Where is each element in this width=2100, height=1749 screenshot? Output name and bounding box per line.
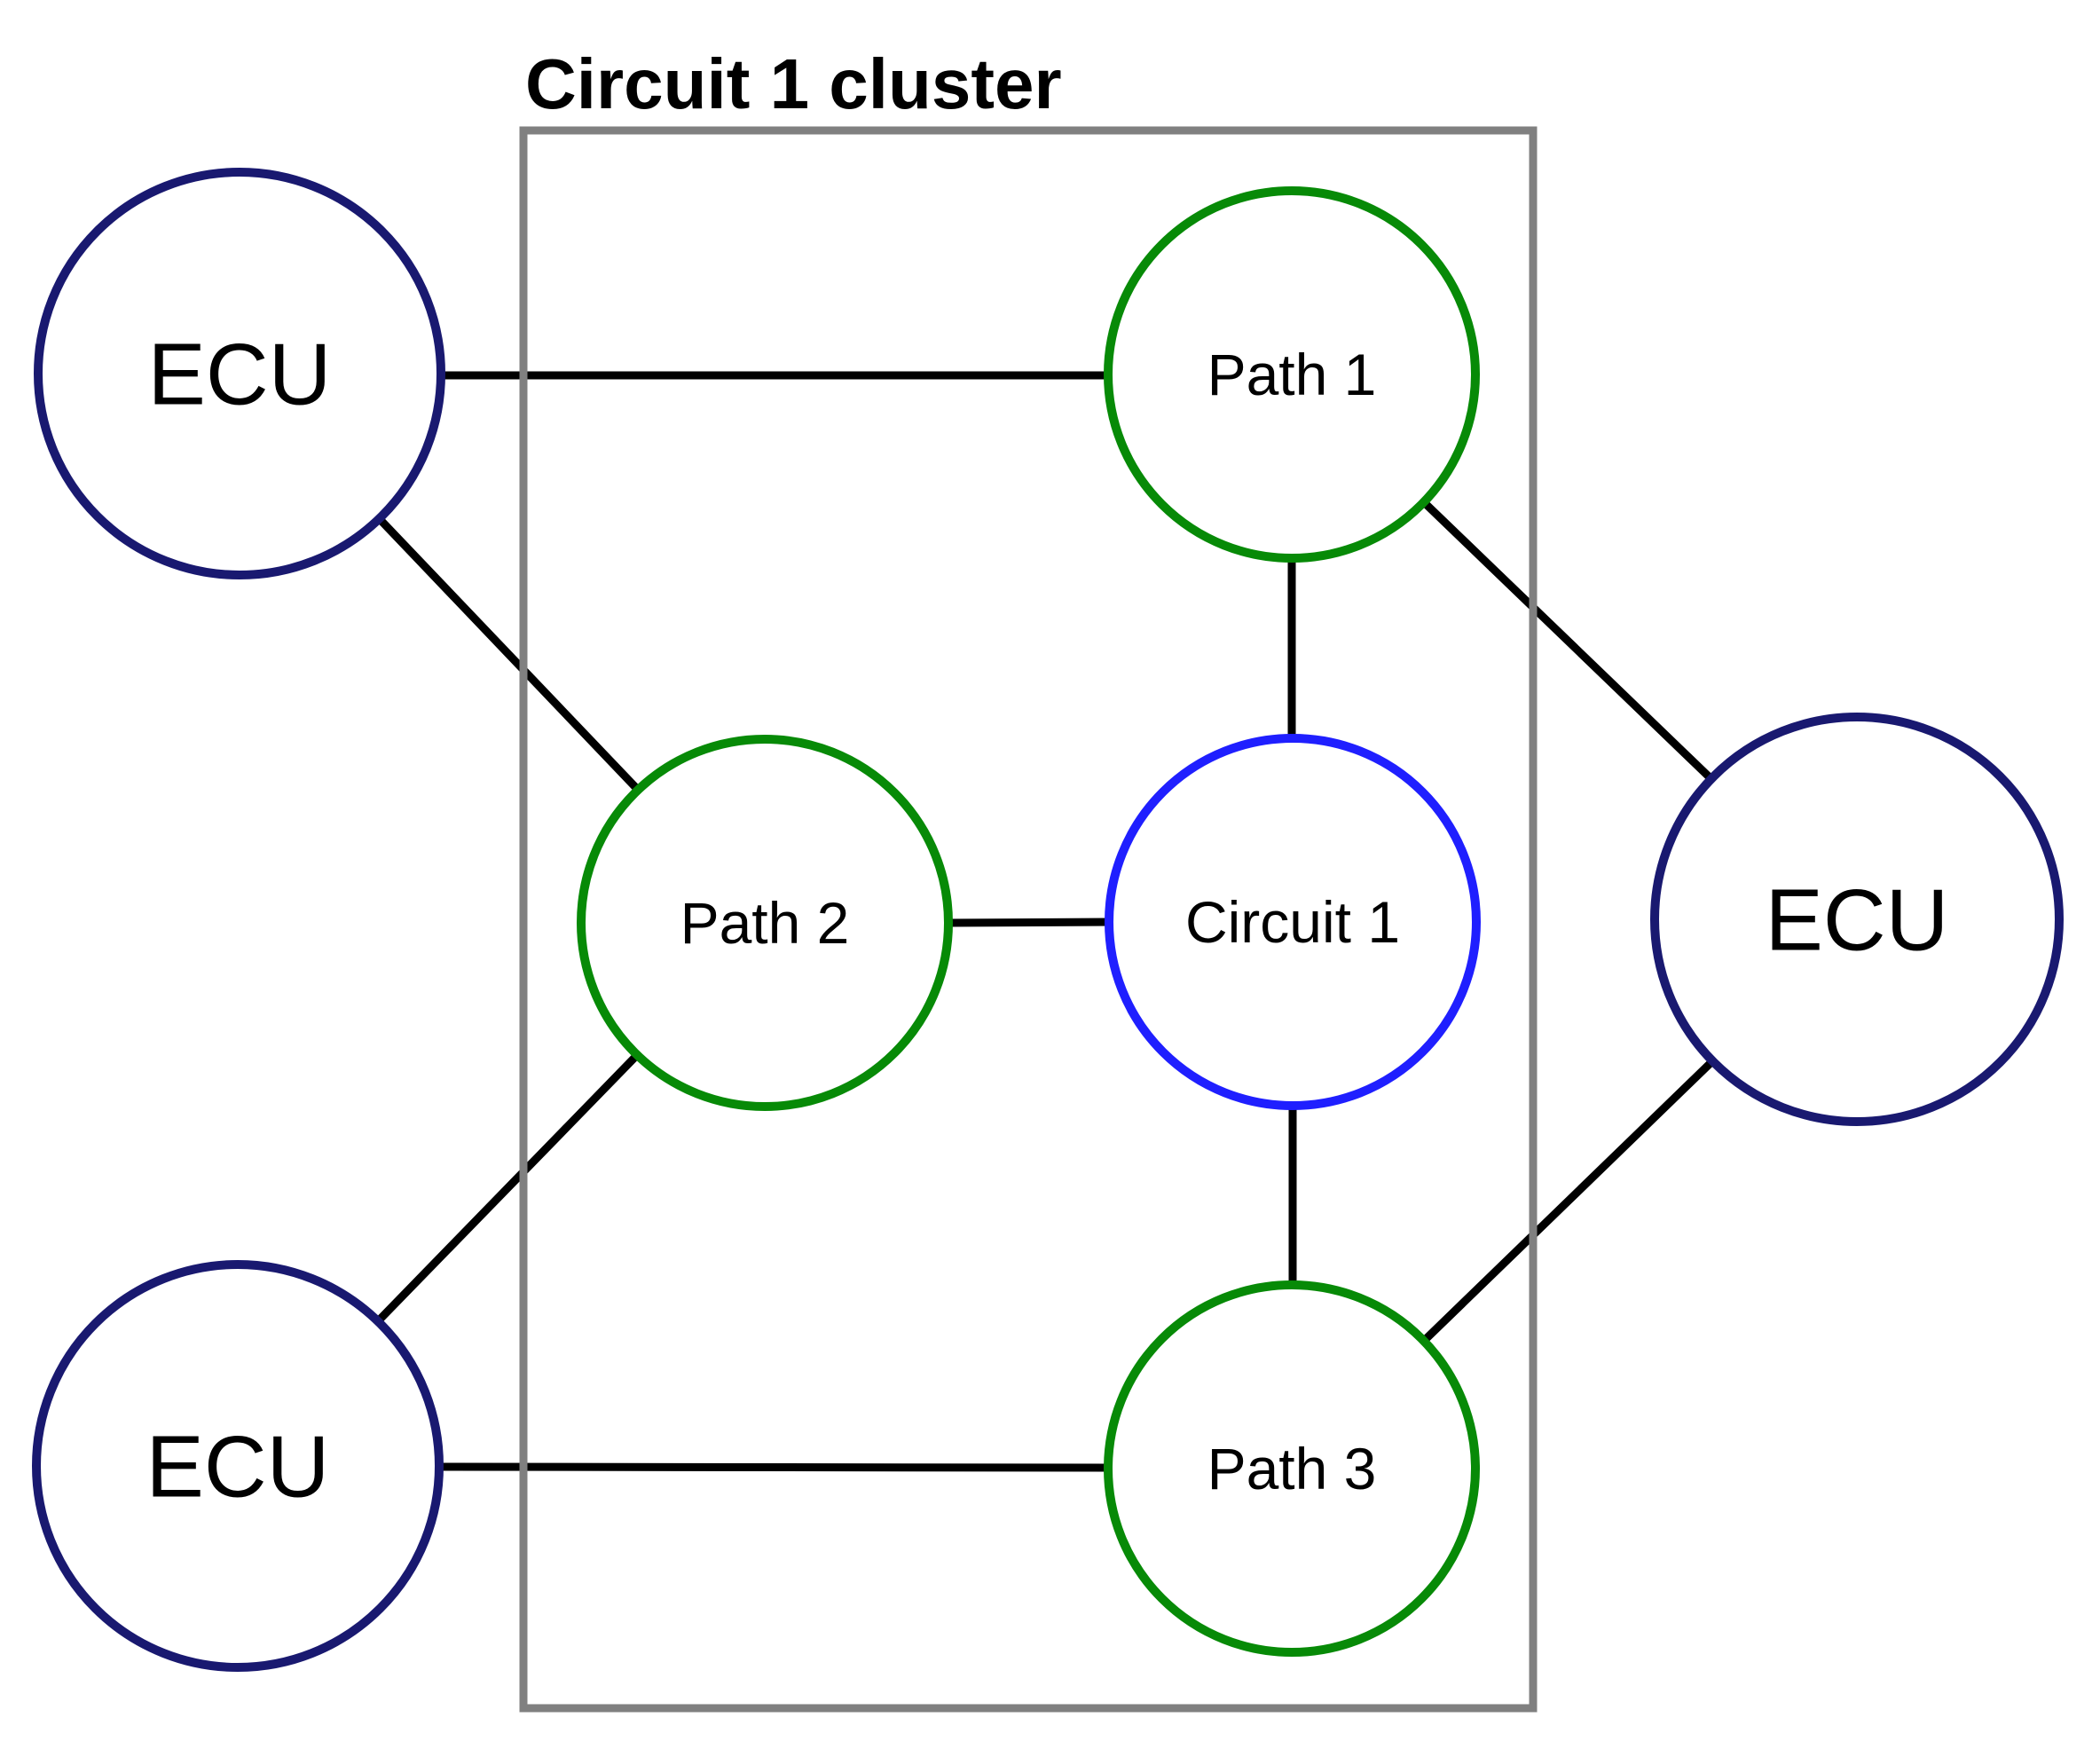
ecu-bottom-left-circle <box>32 1260 444 1672</box>
ecu-right-circle <box>1650 713 2064 1126</box>
ecu-top-left-circle <box>34 168 445 579</box>
node-circuit-1: Circuit 1 <box>1105 734 1481 1110</box>
edge-ecu-bottom-left-path-2 <box>374 1052 641 1325</box>
edge-group <box>374 371 1716 1472</box>
node-path-3: Path 3 <box>1104 1280 1480 1657</box>
cluster-title: Circuit 1 cluster <box>525 44 1062 123</box>
node-ecu-bottom-left: ECU <box>32 1260 444 1672</box>
edge-path-3-ecu-right <box>1420 1058 1716 1344</box>
path-1-label: Path 1 <box>1207 342 1377 407</box>
path-2-circle <box>577 735 953 1111</box>
path-2-label: Path 2 <box>680 890 850 956</box>
node-path-2: Path 2 <box>577 735 953 1111</box>
ecu-right-label: ECU <box>1766 871 1949 968</box>
edge-ecu-top-left-path-2 <box>375 515 641 793</box>
edge-ecu-bottom-left-path-3 <box>438 1462 1110 1472</box>
edge-path-1-ecu-right <box>1420 499 1715 783</box>
cluster-boundary-box <box>519 126 1538 1713</box>
node-ecu-top-left: ECU <box>34 168 445 579</box>
path-3-circle <box>1104 1280 1480 1657</box>
node-path-1: Path 1 <box>1104 186 1480 563</box>
node-ecu-right: ECU <box>1650 713 2064 1126</box>
circuit-1-label: Circuit 1 <box>1185 889 1400 955</box>
path-3-label: Path 3 <box>1207 1436 1377 1501</box>
edge-path-2-circuit-1 <box>948 918 1111 927</box>
path-1-circle <box>1104 186 1480 563</box>
circuit-1-circle <box>1105 734 1481 1110</box>
ecu-top-left-label: ECU <box>148 325 332 422</box>
ecu-bottom-left-label: ECU <box>146 1417 330 1515</box>
